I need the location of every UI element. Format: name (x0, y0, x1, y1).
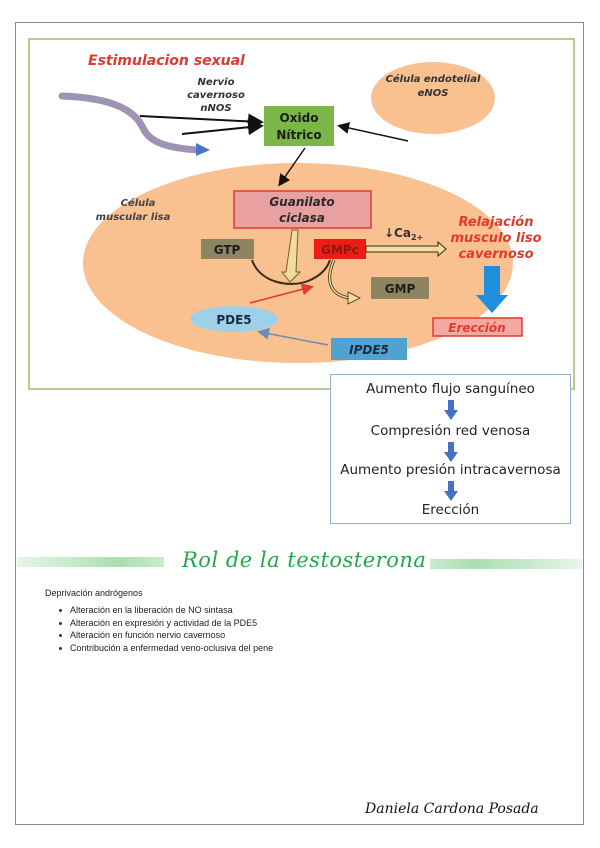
heading-decor-left (17, 557, 164, 567)
pde5-to-gmpc-arrow (249, 283, 314, 304)
erection-flow-box: Aumento flujo sanguíneo Compresión red v… (330, 374, 571, 524)
no-to-gc-arrow (278, 147, 306, 187)
nerve-label-3: nNOS (200, 103, 231, 114)
list-item: Alteración en la liberación de NO sintas… (58, 604, 273, 617)
guanylate-cyclase-line-1: Guanilato (269, 195, 334, 209)
down-arrow-icon (443, 400, 458, 420)
nitric-oxide-line-2: Nítrico (276, 128, 321, 142)
relaxation-line-1: Relajación (459, 215, 534, 230)
gtp-box (201, 239, 254, 259)
author-signature: Daniela Cardona Posada (365, 801, 539, 817)
section-intro: Deprivación andrógenos (45, 588, 143, 598)
erection-label: Erección (448, 321, 505, 335)
flow-step-3: Aumento presión intracavernosa (340, 462, 561, 478)
nerve-arrow (139, 113, 264, 130)
list-item: Alteración en función nervio cavernoso (58, 629, 273, 642)
smooth-muscle-label-1: Célula (121, 197, 156, 209)
pde5-label: PDE5 (216, 313, 251, 327)
flow-step-1: Aumento flujo sanguíneo (366, 381, 535, 397)
stimulus-arrowhead (196, 143, 210, 156)
guanylate-cyclase-box (233, 190, 372, 229)
stimulus-wave-arrow (58, 92, 202, 154)
flow-step-4: Erección (421, 502, 480, 518)
gmp-arrowhead (347, 291, 361, 305)
calcium-label: ↓Ca2+ (384, 226, 423, 242)
down-arrow-icon (443, 481, 458, 501)
section-heading-row: Rol de la testosterona (17, 548, 582, 578)
endothelial-label-1: Célula endotelial (386, 73, 481, 85)
gmpc-to-relaxation-arrow (365, 240, 447, 258)
nerve-label-1: Nervio (198, 77, 235, 88)
ipde5-label: IPDE5 (349, 343, 389, 357)
smooth-muscle-cell (83, 163, 513, 363)
gmpc-to-gmp-curve-fill (328, 259, 351, 299)
gmp-box (371, 277, 429, 299)
section-heading: Rol de la testosterona (182, 548, 427, 572)
gmp-label: GMP (385, 282, 416, 296)
gmpc-label: GMPc (321, 243, 359, 257)
relaxation-line-3: cavernoso (458, 247, 533, 262)
pde5-ellipse (190, 306, 278, 332)
mechanism-figure: Célula endotelial eNOS Estimulacion sexu… (28, 38, 575, 390)
bullet-list: Alteración en la liberación de NO sintas… (58, 604, 273, 654)
gmpc-box (314, 239, 366, 259)
list-item: Alteración en expresión y actividad de l… (58, 617, 273, 630)
endothelial-label-2: eNOS (418, 88, 449, 99)
heading-decor-right (430, 559, 582, 569)
gc-down-arrow (280, 229, 302, 283)
endothelial-cell (371, 62, 495, 134)
gtp-to-gmpc-curve (251, 259, 331, 285)
erection-box (432, 317, 523, 337)
down-arrow-icon (443, 442, 458, 462)
relaxation-line-2: musculo liso (451, 231, 542, 246)
ipde5-to-pde5-arrow (257, 327, 329, 346)
guanylate-cyclase-line-2: ciclasa (279, 211, 325, 225)
endothelial-to-no-arrow (337, 122, 409, 142)
stimulus-title: Estimulacion sexual (88, 53, 245, 69)
ipde5-box (331, 338, 407, 360)
nerve-label-2: cavernoso (187, 90, 245, 101)
flow-step-2: Compresión red venosa (370, 423, 531, 439)
gtp-label: GTP (214, 243, 241, 257)
nitric-oxide-line-1: Oxido (280, 111, 319, 125)
list-item: Contribución a enfermedad veno-oclusiva … (58, 642, 273, 655)
relaxation-to-erection-arrow (476, 266, 508, 313)
nitric-oxide-box (264, 106, 334, 146)
stimulus-to-no-arrow (181, 119, 264, 136)
erection-mechanism-diagram: Célula endotelial eNOS Estimulacion sexu… (58, 53, 542, 363)
smooth-muscle-label-2: muscular lisa (96, 212, 171, 223)
